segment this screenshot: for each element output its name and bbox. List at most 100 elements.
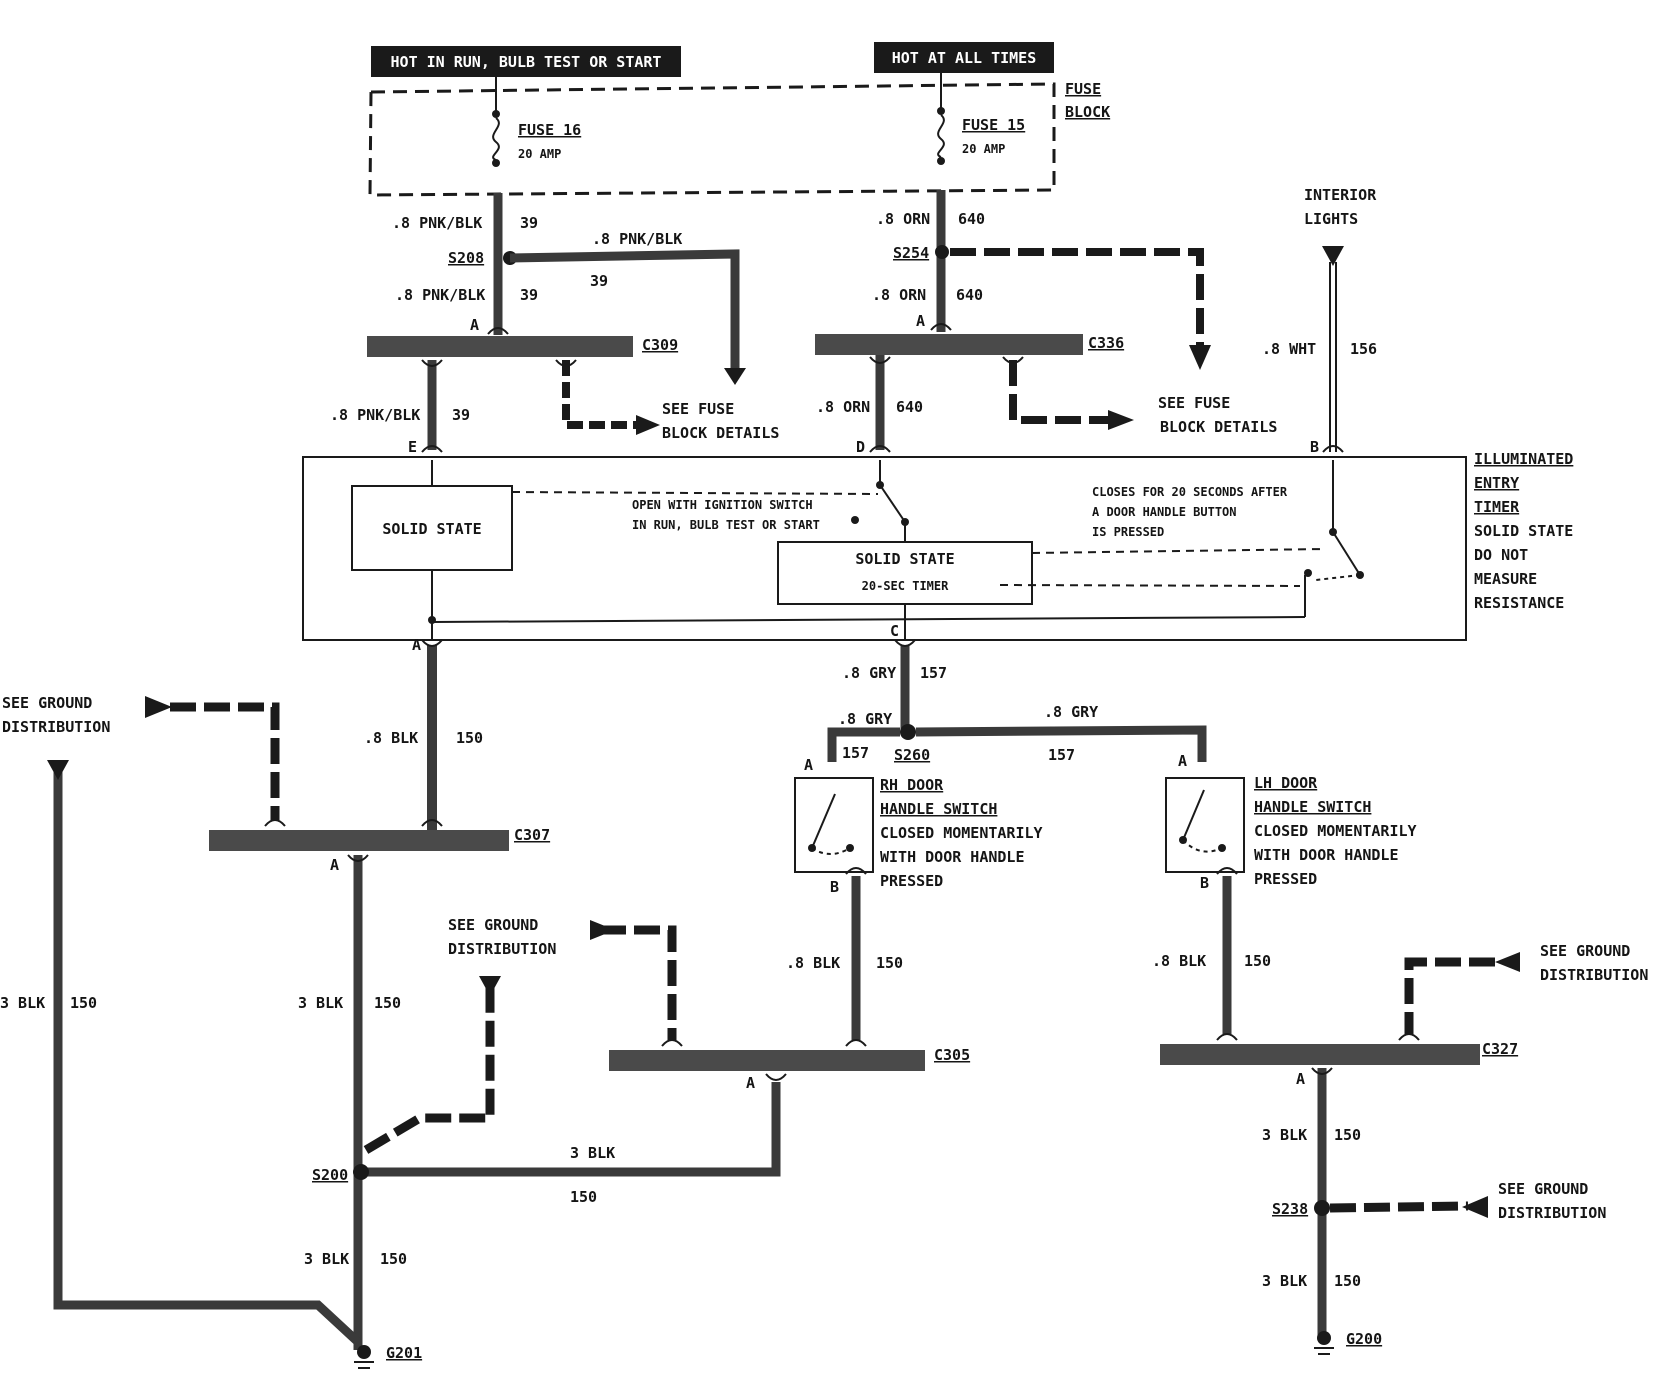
interior-lights-label-2: LIGHTS: [1304, 210, 1358, 228]
wire-39-label-1: 39: [520, 214, 538, 232]
triangle-down-icon: [1322, 246, 1344, 266]
connector-c307-bar: [209, 830, 509, 851]
wire-150-label-3: 150: [374, 994, 401, 1012]
rh-switch-label-2: HANDLE SWITCH: [880, 800, 997, 818]
circuit-157: [827, 645, 1207, 762]
connector-c336: C336: [815, 334, 1124, 355]
pin-e: E: [408, 438, 417, 456]
wire-blk-label-1: .8 BLK: [364, 729, 418, 747]
wire-gry-label-1: .8 GRY: [842, 664, 896, 682]
wire-blk3-label-6: 3 BLK: [1262, 1272, 1307, 1290]
ground-g200-icon: [1314, 1331, 1334, 1355]
triangle-right-icon: [145, 696, 172, 718]
rh-switch-note-1: CLOSED MOMENTARILY: [880, 824, 1043, 842]
timer-title-2: ENTRY: [1474, 474, 1519, 492]
wire-pnk-blk-label-3: .8 PNK/BLK: [395, 286, 485, 304]
circuit-156: [1322, 246, 1344, 452]
wire-39-label-2: 39: [590, 272, 608, 290]
see-ground-ref-2b: DISTRIBUTION: [448, 940, 556, 958]
open-note-2: IN RUN, BULB TEST OR START: [632, 518, 820, 532]
wire-blk-label-3: .8 BLK: [1152, 952, 1206, 970]
fuse-block: FUSE BLOCK FUSE 16 20 AMP FUSE 15 20 AMP: [368, 73, 1110, 197]
connector-c305-label: C305: [934, 1046, 970, 1064]
wire-150-label-5: 150: [380, 1250, 407, 1268]
wire-157-label-3: 157: [1048, 746, 1075, 764]
wire-640-label-2: 640: [956, 286, 983, 304]
triangle-right-icon: [590, 920, 615, 940]
connector-c309: C309: [367, 336, 678, 357]
rh-switch-note-2: WITH DOOR HANDLE: [880, 848, 1025, 866]
see-fuse-ref-1b: BLOCK DETAILS: [662, 424, 779, 442]
timer-box-label-2: 20-SEC TIMER: [862, 579, 949, 593]
wire-150-label-7: 150: [1244, 952, 1271, 970]
circuit-39: [427, 193, 746, 450]
header-hot-in-run: HOT IN RUN, BULB TEST OR START: [371, 46, 681, 77]
see-ground-ref-2a: SEE GROUND: [448, 916, 538, 934]
lh-switch-label-1: LH DOOR: [1254, 774, 1318, 792]
wire-157-label-1: 157: [920, 664, 947, 682]
pin-a-c327: A: [1296, 1070, 1305, 1088]
wire-156-label: 156: [1350, 340, 1377, 358]
fuse-15-name: FUSE 15: [962, 116, 1025, 134]
entry-timer-module: SOLID STATE SOLID STATE 20-SEC TIMER: [302, 456, 1467, 641]
connector-c307-label: C307: [514, 826, 550, 844]
wire-39-label-3: 39: [520, 286, 538, 304]
connector-c309-label: C309: [642, 336, 678, 354]
splice-s260-dot: [900, 724, 916, 740]
connector-c327-bar: [1160, 1044, 1480, 1065]
fuse-block-label-1: FUSE: [1065, 80, 1101, 98]
lh-switch-label-2: HANDLE SWITCH: [1254, 798, 1371, 816]
triangle-down-icon: [479, 976, 501, 996]
timer-note-3: MEASURE: [1474, 570, 1537, 588]
wire-pnk-blk-label-4: .8 PNK/BLK: [330, 406, 420, 424]
arrow-down-icon: [724, 368, 746, 385]
see-ground-ref-3b: DISTRIBUTION: [1540, 966, 1648, 984]
timer-note-4: RESISTANCE: [1474, 594, 1564, 612]
splice-s200-dot: [353, 1164, 369, 1180]
rh-door-switch: [794, 777, 874, 873]
rh-switch-label-1: RH DOOR: [880, 776, 944, 794]
pin-b-rh: B: [830, 878, 839, 896]
wire-blk3-label-5: 3 BLK: [1262, 1126, 1307, 1144]
fuse-block-label-2: BLOCK: [1065, 103, 1110, 121]
fuse-15-rating: 20 AMP: [962, 142, 1005, 156]
see-ground-ref-3a: SEE GROUND: [1540, 942, 1630, 960]
solid-state-box: [351, 485, 513, 571]
wire-orn-label-2: .8 ORN: [872, 286, 926, 304]
connector-c327-label: C327: [1482, 1040, 1518, 1058]
wire-blk3-label-3: 3 BLK: [570, 1144, 615, 1162]
see-ground-ref-4b: DISTRIBUTION: [1498, 1204, 1606, 1222]
splice-s200: S200: [312, 1166, 348, 1184]
lh-switch-note-1: CLOSED MOMENTARILY: [1254, 822, 1417, 840]
header-hot-in-run-label: HOT IN RUN, BULB TEST OR START: [391, 53, 662, 71]
wire-640-label-3: 640: [896, 398, 923, 416]
fuse-16-icon: [492, 77, 500, 167]
triangle-left-icon: [1462, 1196, 1488, 1218]
wire-orn-label-3: .8 ORN: [816, 398, 870, 416]
wire-150-label-2: 150: [70, 994, 97, 1012]
wire-39-label-4: 39: [452, 406, 470, 424]
see-fuse-ref-2a: SEE FUSE: [1158, 394, 1230, 412]
timer-title-1: ILLUMINATED: [1474, 450, 1573, 468]
ground-network: [47, 645, 1520, 1350]
wire-pnk-blk-label-1: .8 PNK/BLK: [392, 214, 482, 232]
header-hot-at-all-times: HOT AT ALL TIMES: [874, 42, 1054, 73]
circuit-640: [875, 190, 1211, 450]
arrow-down-icon: [1189, 345, 1211, 370]
ground-g201-label: G201: [386, 1344, 422, 1362]
wire-gry-label-2: .8 GRY: [838, 710, 892, 728]
wire-150-label-9: 150: [1334, 1272, 1361, 1290]
fuse-15-icon: [937, 73, 945, 165]
timer-note-1: SOLID STATE: [1474, 522, 1573, 540]
pin-a-c305: A: [746, 1074, 755, 1092]
solid-state-label: SOLID STATE: [382, 520, 481, 538]
close-note-3: IS PRESSED: [1092, 525, 1164, 539]
close-note-1: CLOSES FOR 20 SECONDS AFTER: [1092, 485, 1288, 499]
triangle-down-icon: [47, 760, 69, 780]
arrow-right-icon: [1108, 410, 1134, 430]
wire-orn-label-1: .8 ORN: [876, 210, 930, 228]
header-hot-at-all-times-label: HOT AT ALL TIMES: [892, 49, 1037, 67]
splice-s254-dot: [935, 245, 949, 259]
wire-150-label-1: 150: [456, 729, 483, 747]
wire-blk3-label-2: 3 BLK: [298, 994, 343, 1012]
